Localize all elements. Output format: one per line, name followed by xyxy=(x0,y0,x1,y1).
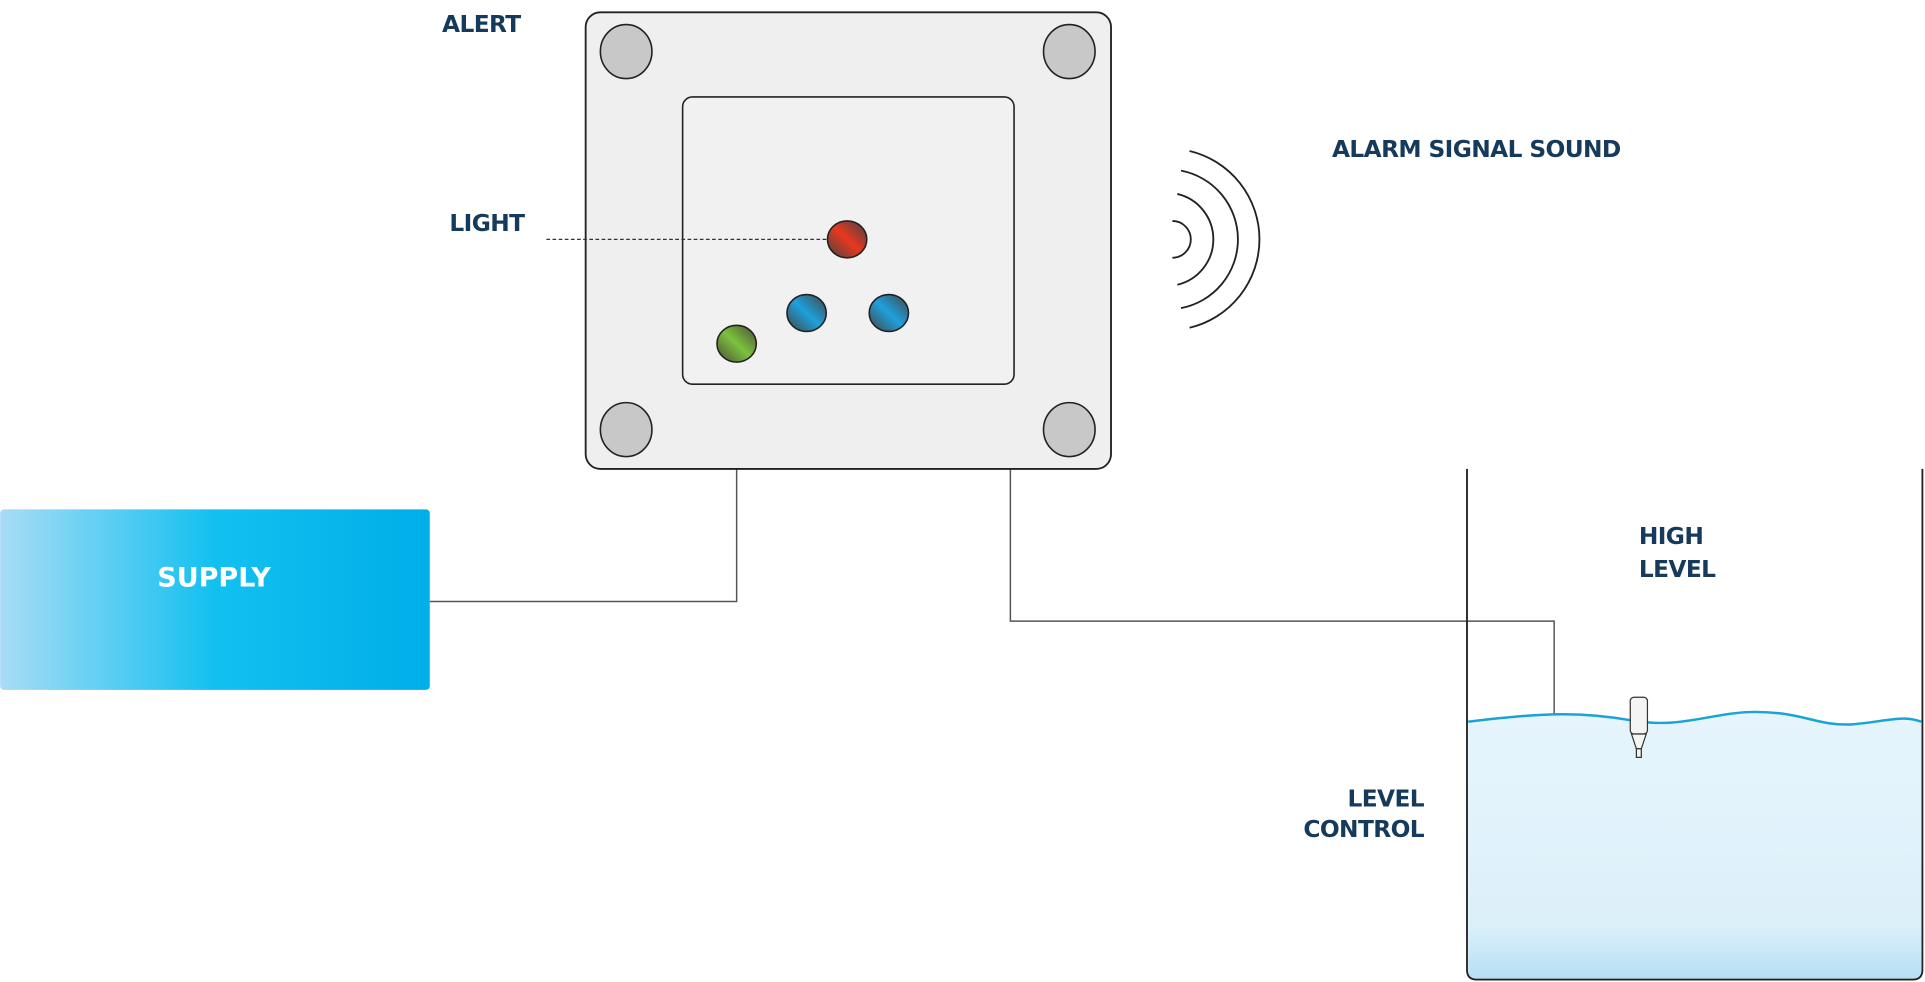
tank xyxy=(1466,468,1924,981)
water-surface xyxy=(1468,710,1922,726)
led-green-icon xyxy=(716,324,758,363)
supply-label: SUPPLY xyxy=(157,563,271,594)
high-level-label-line1: HIGH xyxy=(1639,523,1703,550)
supply-wire xyxy=(429,468,738,603)
level-control-label-line2: CONTROL xyxy=(1303,816,1424,843)
sound-waves-icon xyxy=(1172,150,1261,329)
alert-device xyxy=(584,11,1112,470)
led-blue-icon xyxy=(868,293,910,333)
tank-walls xyxy=(1466,468,1924,981)
level-control-label-line1: LEVEL xyxy=(1347,785,1424,812)
high-level-label-line2: LEVEL xyxy=(1639,556,1716,583)
supply-box: SUPPLY xyxy=(0,509,430,690)
screw-icon xyxy=(599,23,653,80)
level-probe-icon xyxy=(1629,696,1649,758)
screw-icon xyxy=(1042,401,1096,458)
water xyxy=(1468,711,1922,979)
led-red-icon xyxy=(826,220,868,259)
alarm-signal-sound-label: ALARM SIGNAL SOUND xyxy=(1332,136,1621,163)
screw-icon xyxy=(599,401,653,458)
alert-label: ALERT xyxy=(442,11,521,38)
led-blue-icon xyxy=(786,293,828,333)
light-label: LIGHT xyxy=(449,210,525,237)
screw-icon xyxy=(1042,23,1096,80)
